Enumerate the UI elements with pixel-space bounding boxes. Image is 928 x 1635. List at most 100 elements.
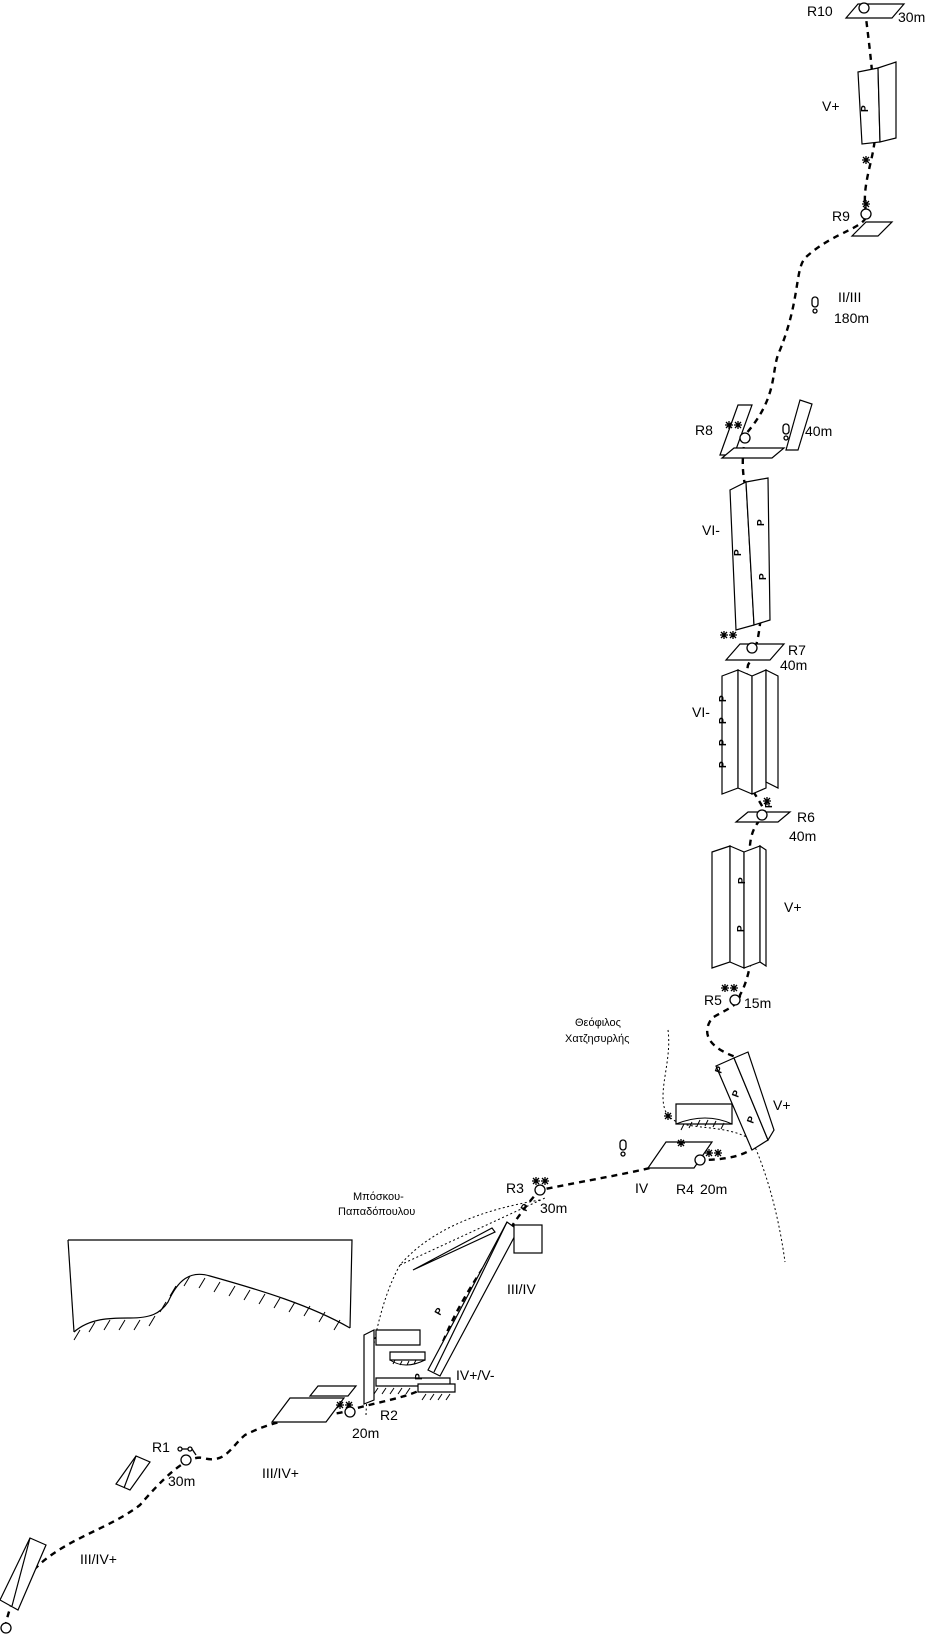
belay-label-r2: R2 — [380, 1407, 398, 1423]
grade-label-pitch9: II/III — [838, 289, 861, 305]
belay-ring-icon — [694, 1154, 706, 1166]
piton-icon: P — [737, 877, 748, 884]
belay-label-r3: R3 — [506, 1180, 524, 1196]
main-route-line — [3, 9, 877, 1629]
belay-label-r7: R7 — [788, 642, 806, 658]
bolt-icon — [532, 1177, 540, 1185]
belay-length-r4: 20m — [700, 1181, 727, 1197]
variant-name-left-line1: Μπόσκου- — [353, 1191, 404, 1203]
belay-label-r4: R4 — [676, 1181, 694, 1197]
rock-groove-r1 — [115, 1455, 151, 1491]
rock-dihedrals-r6 — [721, 643, 786, 795]
piton-icon: P — [860, 105, 871, 112]
variant-name-left-line2: Παπαδόπουλου — [338, 1206, 415, 1218]
bolt-icon — [734, 421, 742, 429]
piton-icon: P — [758, 573, 769, 580]
rock-dihedral-r3 — [412, 1221, 543, 1377]
grade-label-pitch3b: III/IV — [507, 1281, 536, 1297]
bolt-icon — [345, 1401, 353, 1409]
bolt-icon — [336, 1401, 344, 1409]
belay-length-r7: 40m — [780, 657, 807, 673]
belay-length-r5: 15m — [744, 995, 771, 1011]
piton-icon: P — [718, 761, 729, 768]
rock-groove-bottom — [0, 1537, 47, 1611]
bolt-icon — [862, 200, 870, 208]
belay-label-r6: R6 — [797, 809, 815, 825]
belay-label-r1: R1 — [152, 1439, 170, 1455]
thread-icon — [811, 296, 819, 314]
grade-label-pitch8: VI- — [702, 522, 720, 538]
rock-dihedrals-r5 — [711, 811, 792, 969]
belay-ring-icon — [0, 1622, 12, 1634]
bolt-icon — [705, 1149, 713, 1157]
bolt-icon — [720, 631, 728, 639]
belay-length-r2: 20m — [352, 1425, 379, 1441]
belay-ring-icon — [180, 1454, 192, 1466]
grade-label-pitch1: III/IV+ — [80, 1551, 117, 1567]
belay-ring-icon — [746, 642, 758, 654]
piton-pair-r1 — [177, 1446, 197, 1456]
bolt-icon — [664, 1112, 672, 1120]
grade-label-pitch4: IV — [635, 1180, 649, 1196]
bolt-icon — [729, 631, 737, 639]
piton-icon: P — [733, 549, 744, 556]
grade-label-pitch7: VI- — [692, 704, 710, 720]
belay-ring-icon — [534, 1184, 546, 1196]
thread-icon — [782, 423, 790, 441]
belay-label-r9: R9 — [832, 208, 850, 224]
piton-icon: P — [433, 1306, 446, 1318]
variant-route-chatzisyrlis — [662, 1029, 786, 1263]
thread-icons — [619, 296, 819, 1157]
grade-label-pitch10: V+ — [822, 98, 840, 114]
piton-icon: P — [718, 739, 729, 746]
bolt-icons — [336, 156, 870, 1409]
rock-large-roof — [67, 1239, 353, 1341]
piton-icon: P — [764, 801, 775, 808]
bolt-icon — [721, 984, 729, 992]
piton-icon: P — [718, 695, 729, 702]
belay-ring-icon — [858, 2, 870, 14]
grade-label-pitch6: V+ — [784, 899, 802, 915]
belay-length-r1: 30m — [168, 1473, 195, 1489]
rock-overlap-block — [363, 1329, 456, 1405]
piton-icon: P — [713, 1065, 726, 1075]
belay-length-r8: 40m — [805, 423, 832, 439]
bolt-icon — [541, 1177, 549, 1185]
bolt-icon — [677, 1139, 685, 1147]
piton-icon: P — [756, 519, 767, 526]
belay-ring-icon — [344, 1406, 356, 1418]
belay-ring-icon — [729, 994, 741, 1006]
bolt-icon — [763, 797, 771, 805]
piton-icon: P — [519, 1202, 532, 1214]
belay-ring-icon — [756, 809, 768, 821]
belay-length-r6: 40m — [789, 828, 816, 844]
grade-label-pitch2: III/IV+ — [262, 1465, 299, 1481]
rock-features-r8 — [719, 399, 813, 459]
belay-label-r5: R5 — [704, 992, 722, 1008]
rock-ledges-r2 — [270, 1385, 358, 1423]
piton-marks: P P P P P P P P P P P P P P P P P — [414, 105, 871, 1380]
bolt-icon — [714, 1149, 722, 1157]
grade-label-pitch3a: IV+/V- — [456, 1367, 495, 1383]
rock-dihedral-r7 — [729, 477, 771, 631]
piton-icon: P — [730, 1089, 743, 1099]
rock-dihedral-r10 — [857, 61, 897, 145]
belay-length-r3: 30m — [540, 1200, 567, 1216]
belay-ring-icon — [739, 432, 751, 444]
variant-name-right-line2: Χατζησυρλής — [565, 1033, 629, 1045]
rock-ledge-r4 — [646, 1051, 775, 1169]
bolt-icon — [730, 984, 738, 992]
variant-name-right-line1: Θεόφιλος — [575, 1017, 621, 1029]
bolt-icon — [862, 156, 870, 164]
bolt-icon — [725, 421, 733, 429]
piton-icon: P — [736, 925, 747, 932]
belay-length-r9: 180m — [834, 310, 869, 326]
piton-icon: P — [745, 1115, 758, 1125]
belay-label-r10: R10 — [807, 3, 833, 19]
belay-rings — [0, 2, 872, 1634]
rock-ledge-r9 — [850, 221, 894, 237]
belay-label-r8: R8 — [695, 422, 713, 438]
piton-icon: P — [414, 1373, 425, 1380]
belay-ring-icon — [860, 208, 872, 220]
